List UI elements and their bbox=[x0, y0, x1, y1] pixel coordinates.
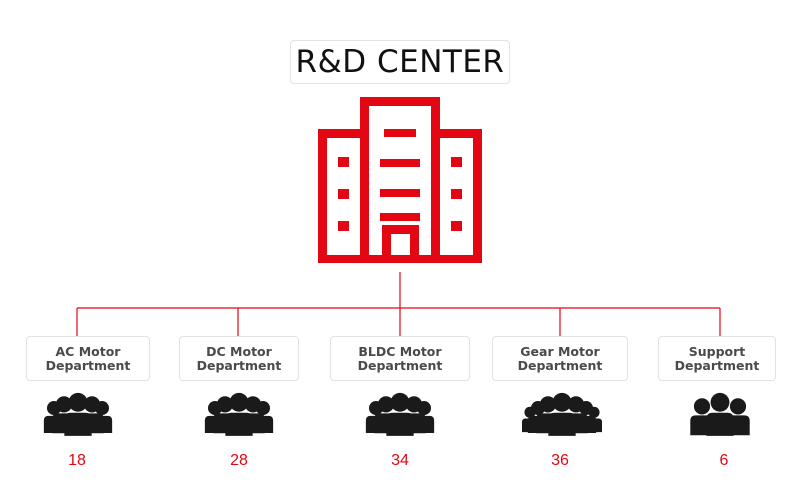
dept-count-bldc-motor: 34 bbox=[391, 452, 409, 469]
diagram-title: R&D CENTER bbox=[295, 44, 505, 80]
group-of-people-icon bbox=[690, 392, 750, 436]
dept-label: Gear Motor Department bbox=[517, 343, 603, 373]
dept-label: Support Department bbox=[674, 343, 760, 373]
dept-count-gear-motor: 36 bbox=[551, 452, 569, 469]
dept-box-bldc-motor: BLDC Motor Department bbox=[330, 336, 470, 381]
dept-label: BLDC Motor Department bbox=[357, 343, 443, 373]
group-of-people-icon bbox=[365, 392, 435, 436]
dept-box-gear-motor: Gear Motor Department bbox=[492, 336, 628, 381]
group-of-people-icon bbox=[522, 392, 602, 436]
title-box: R&D CENTER bbox=[290, 40, 510, 84]
office-building-icon bbox=[318, 97, 482, 263]
dept-count-dc-motor: 28 bbox=[230, 452, 248, 469]
dept-label: AC Motor Department bbox=[45, 343, 131, 373]
dept-box-ac-motor: AC Motor Department bbox=[26, 336, 150, 381]
group-of-people-icon bbox=[43, 392, 113, 436]
dept-count-ac-motor: 18 bbox=[68, 452, 86, 469]
dept-count-support: 6 bbox=[719, 452, 729, 469]
group-of-people-icon bbox=[204, 392, 274, 436]
dept-label: DC Motor Department bbox=[196, 343, 282, 373]
dept-box-support: Support Department bbox=[658, 336, 776, 381]
dept-box-dc-motor: DC Motor Department bbox=[179, 336, 299, 381]
